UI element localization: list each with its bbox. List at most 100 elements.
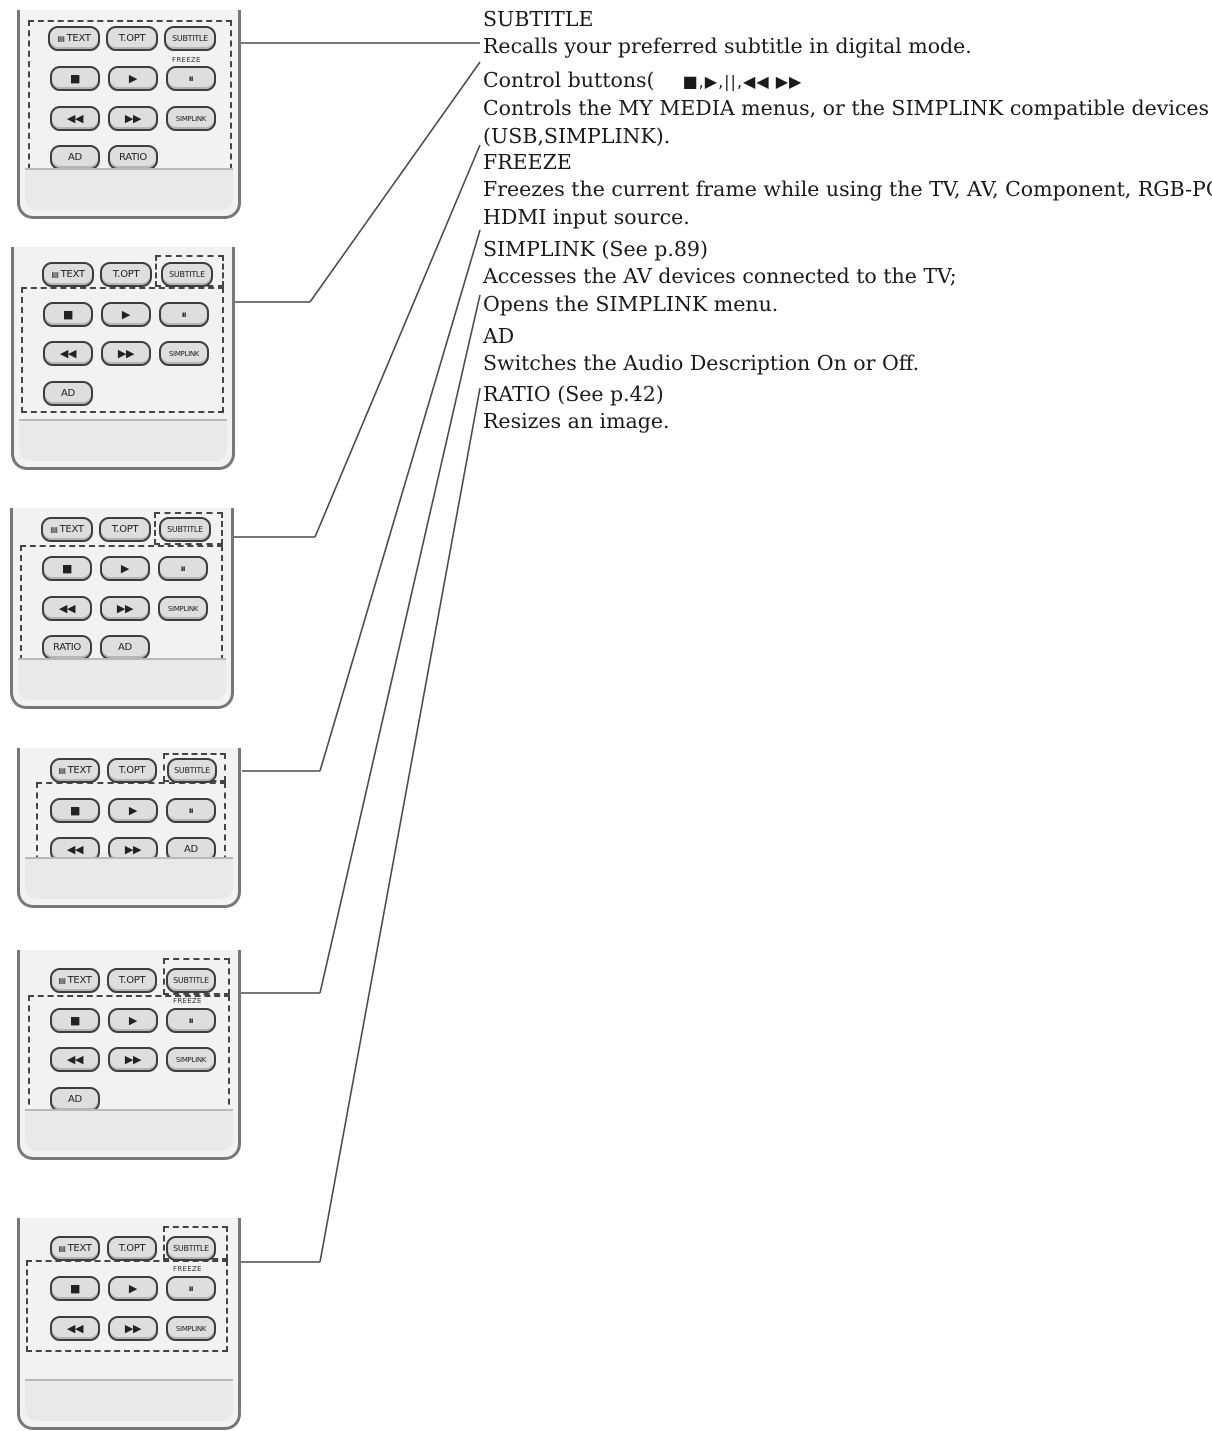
fast-forward-icon: ▶▶: [124, 112, 142, 125]
play-icon: ▶: [128, 804, 138, 817]
stop-button[interactable]: ■: [50, 798, 100, 823]
leader-line-control-diag: [309, 61, 481, 303]
subtitle-group-outline: [154, 512, 223, 545]
entry-simplink: SIMPLINK (See p.89) Accesses the AV devi…: [483, 236, 957, 318]
pause-button[interactable]: ⏸: [166, 1008, 216, 1033]
stop-icon: ■: [62, 308, 74, 321]
simplink-button[interactable]: SIMPLINK: [166, 1047, 216, 1072]
pause-button[interactable]: ⏸: [166, 1276, 216, 1301]
freeze-label: FREEZE: [173, 997, 202, 1005]
stop-icon: ■: [69, 1014, 81, 1027]
play-button[interactable]: ▶: [108, 1008, 158, 1033]
teletext-icon: ▤: [58, 976, 66, 985]
ad-button[interactable]: AD: [50, 1087, 100, 1112]
subtitle-button[interactable]: SUBTITLE: [159, 517, 211, 542]
remote-illustration-4: ▤TEXT T.OPT SUBTITLE ■ ▶ ⏸ ◀◀ ▶▶ AD: [17, 748, 241, 908]
text-button[interactable]: ▤TEXT: [42, 262, 94, 287]
topt-button[interactable]: T.OPT: [107, 1236, 157, 1261]
fast-forward-icon: ▶▶: [116, 602, 134, 615]
leader-line-simplink-diag: [319, 229, 481, 772]
simplink-button[interactable]: SIMPLINK: [158, 596, 208, 621]
ad-button[interactable]: AD: [166, 837, 216, 862]
remote-illustration-3: ▤TEXT T.OPT SUBTITLE ■ ▶ ⏸ ◀◀ ▶▶ SIMPLIN…: [10, 508, 234, 709]
fast-forward-button[interactable]: ▶▶: [100, 596, 150, 621]
rewind-button[interactable]: ◀◀: [42, 596, 92, 621]
fast-forward-button[interactable]: ▶▶: [101, 341, 151, 366]
text-button[interactable]: ▤TEXT: [50, 758, 100, 783]
leader-line-ad-diag: [319, 294, 481, 994]
pause-icon: ⏸: [188, 1281, 194, 1295]
subtitle-button[interactable]: SUBTITLE: [161, 262, 213, 287]
entry-description: HDMI input source.: [483, 204, 690, 229]
entry-heading: Control buttons(■,▶,||,◀◀ ▶▶: [483, 68, 803, 92]
play-icon: ▶: [128, 72, 138, 85]
entry-description: Switches the Audio Description On or Off…: [483, 351, 920, 376]
stop-button[interactable]: ■: [42, 556, 92, 581]
stop-icon: ■: [69, 804, 81, 817]
topt-button[interactable]: T.OPT: [100, 262, 152, 287]
rewind-button[interactable]: ◀◀: [50, 1316, 100, 1341]
topt-button[interactable]: T.OPT: [99, 517, 151, 542]
stop-icon: ■: [69, 1282, 81, 1295]
entry-control-buttons: Control buttons(■,▶,||,◀◀ ▶▶ Controls th…: [483, 67, 1209, 150]
pause-button[interactable]: ⏸: [159, 302, 209, 327]
entry-description: Opens the SIMPLINK menu.: [483, 291, 779, 316]
ad-button[interactable]: AD: [50, 145, 100, 170]
pause-button[interactable]: ⏸: [158, 556, 208, 581]
simplink-button[interactable]: SIMPLINK: [159, 341, 209, 366]
teletext-icon: ▤: [51, 270, 59, 279]
simplink-button[interactable]: SIMPLINK: [166, 106, 216, 131]
rewind-button[interactable]: ◀◀: [43, 341, 93, 366]
subtitle-button[interactable]: SUBTITLE: [164, 26, 216, 51]
control-glyphs-icon: ■,▶,||,◀◀ ▶▶: [682, 72, 803, 91]
subtitle-button[interactable]: SUBTITLE: [167, 758, 217, 783]
fast-forward-button[interactable]: ▶▶: [108, 106, 158, 131]
pause-icon: ⏸: [181, 307, 187, 321]
rewind-button[interactable]: ◀◀: [50, 1047, 100, 1072]
play-button[interactable]: ▶: [108, 66, 158, 91]
fast-forward-button[interactable]: ▶▶: [108, 837, 158, 862]
leader-line-ratio-diag: [319, 387, 481, 1263]
ad-button[interactable]: AD: [100, 635, 150, 660]
play-button[interactable]: ▶: [108, 798, 158, 823]
rewind-icon: ◀◀: [66, 1053, 84, 1066]
stop-button[interactable]: ■: [50, 1276, 100, 1301]
ratio-button[interactable]: RATIO: [42, 635, 92, 660]
stop-button[interactable]: ■: [50, 1008, 100, 1033]
subtitle-button[interactable]: SUBTITLE: [166, 1236, 216, 1261]
topt-button[interactable]: T.OPT: [107, 758, 157, 783]
rewind-button[interactable]: ◀◀: [50, 106, 100, 131]
text-button[interactable]: ▤TEXT: [50, 968, 100, 993]
button-group-outline: [21, 287, 224, 413]
fast-forward-button[interactable]: ▶▶: [108, 1047, 158, 1072]
play-button[interactable]: ▶: [100, 556, 150, 581]
ratio-button[interactable]: RATIO: [108, 145, 158, 170]
rewind-button[interactable]: ◀◀: [50, 837, 100, 862]
topt-button[interactable]: T.OPT: [107, 968, 157, 993]
entry-ratio: RATIO (See p.42) Resizes an image.: [483, 381, 670, 436]
pause-icon: ⏸: [180, 561, 186, 575]
pause-button[interactable]: ⏸: [166, 798, 216, 823]
subtitle-button[interactable]: SUBTITLE: [166, 968, 216, 993]
stop-button[interactable]: ■: [43, 302, 93, 327]
topt-button[interactable]: T.OPT: [106, 26, 158, 51]
entry-ad: AD Switches the Audio Description On or …: [483, 323, 919, 378]
ad-button[interactable]: AD: [43, 381, 93, 406]
entry-heading: SUBTITLE: [483, 7, 594, 31]
text-button[interactable]: ▤TEXT: [50, 1236, 100, 1261]
button-group-outline: [26, 1260, 228, 1352]
entry-description: Freezes the current frame while using th…: [483, 177, 1212, 202]
stop-button[interactable]: ■: [50, 66, 100, 91]
text-button[interactable]: ▤TEXT: [48, 26, 100, 51]
play-button[interactable]: ▶: [108, 1276, 158, 1301]
text-button[interactable]: ▤TEXT: [41, 517, 93, 542]
play-button[interactable]: ▶: [101, 302, 151, 327]
entry-heading: SIMPLINK (See p.89): [483, 237, 708, 261]
entry-description: Controls the MY MEDIA menus, or the SIMP…: [483, 96, 1210, 121]
pause-icon: ⏸: [188, 71, 194, 85]
pause-button[interactable]: ⏸: [166, 66, 216, 91]
fast-forward-button[interactable]: ▶▶: [108, 1316, 158, 1341]
leader-line-freeze-diag: [314, 144, 481, 538]
simplink-button[interactable]: SIMPLINK: [166, 1316, 216, 1341]
entry-subtitle: SUBTITLE Recalls your preferred subtitle…: [483, 6, 972, 61]
